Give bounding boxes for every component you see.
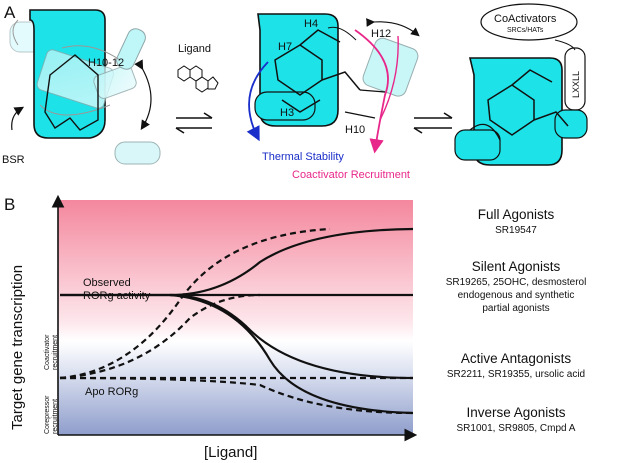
inverse-agonists-title: Inverse Agonists <box>466 405 565 420</box>
equilibrium-arrows-1 <box>175 112 213 134</box>
coactivator-complex-diagram <box>454 3 588 166</box>
h4-label: H4 <box>304 18 318 30</box>
ligand-class-legend: Full Agonists SR19547 Silent Agonists SR… <box>446 207 587 434</box>
inverse-agonist-curve <box>169 293 414 415</box>
h12-label: H12 <box>371 28 391 40</box>
y-axis-label: Target gene transcription <box>9 265 26 430</box>
coactivator-side-label-1: Coactivator <box>44 334 51 370</box>
h3-label: H3 <box>280 107 294 119</box>
observed-label-line2: RORg activity <box>83 290 151 302</box>
ligand-structure-icon <box>177 65 219 93</box>
equilibrium-arrows-2 <box>413 112 453 134</box>
active-antagonists-compounds: SR2211, SR19355, ursolic acid <box>447 369 585 380</box>
corepressor-side-label-2: recruitment <box>52 399 59 434</box>
coactivators-label: CoActivators <box>494 13 557 25</box>
active-antagonist-curve <box>169 293 414 380</box>
corepressor-side-label-1: Corepressor <box>44 395 51 434</box>
srcs-hats-label: SRCs/HATs <box>507 27 544 34</box>
h10-label: H10 <box>345 124 365 136</box>
observed-label-line1: Observed <box>83 277 131 289</box>
full-agonist-curve <box>60 227 414 297</box>
apo-to-agonist-dashed <box>59 227 331 380</box>
apo-to-silent-dashed <box>59 293 261 380</box>
coactivator-side-label-2: recruitment <box>52 335 59 370</box>
active-antagonists-title: Active Antagonists <box>461 351 572 366</box>
h10-12-label: H10-12 <box>88 57 124 69</box>
bsr-label: BSR <box>2 154 25 166</box>
ligand-label: Ligand <box>178 43 211 55</box>
silent-agonists-compounds: SR19265, 25OHC, desmosterol <box>446 277 587 288</box>
ligand-bound-receptor-diagram <box>246 13 420 154</box>
h7-label: H7 <box>278 41 292 53</box>
lxxll-label: LXXLL <box>571 71 581 98</box>
silent-agonists-title: Silent Agonists <box>472 259 561 274</box>
full-agonists-title: Full Agonists <box>478 207 555 222</box>
transcription-plot <box>51 194 418 442</box>
apo-to-inverse-dashed <box>59 376 414 415</box>
full-agonists-compounds: SR19547 <box>495 225 537 236</box>
inverse-agonists-compounds: SR1001, SR9805, Cmpd A <box>457 423 576 434</box>
silent-agonists-line2: endogenous and synthetic <box>458 290 575 301</box>
silent-agonists-line3: partial agonists <box>482 303 549 314</box>
coactivator-recruitment-label: Coactivator Recruitment <box>292 169 410 181</box>
thermal-stability-label: Thermal Stability <box>262 151 344 163</box>
x-axis-label: [Ligand] <box>204 444 257 461</box>
apo-rorg-label: Apo RORg <box>85 386 138 398</box>
panel-b-label: B <box>4 195 15 214</box>
apo-receptor-diagram <box>9 9 161 165</box>
panel-a-label: A <box>4 3 16 22</box>
